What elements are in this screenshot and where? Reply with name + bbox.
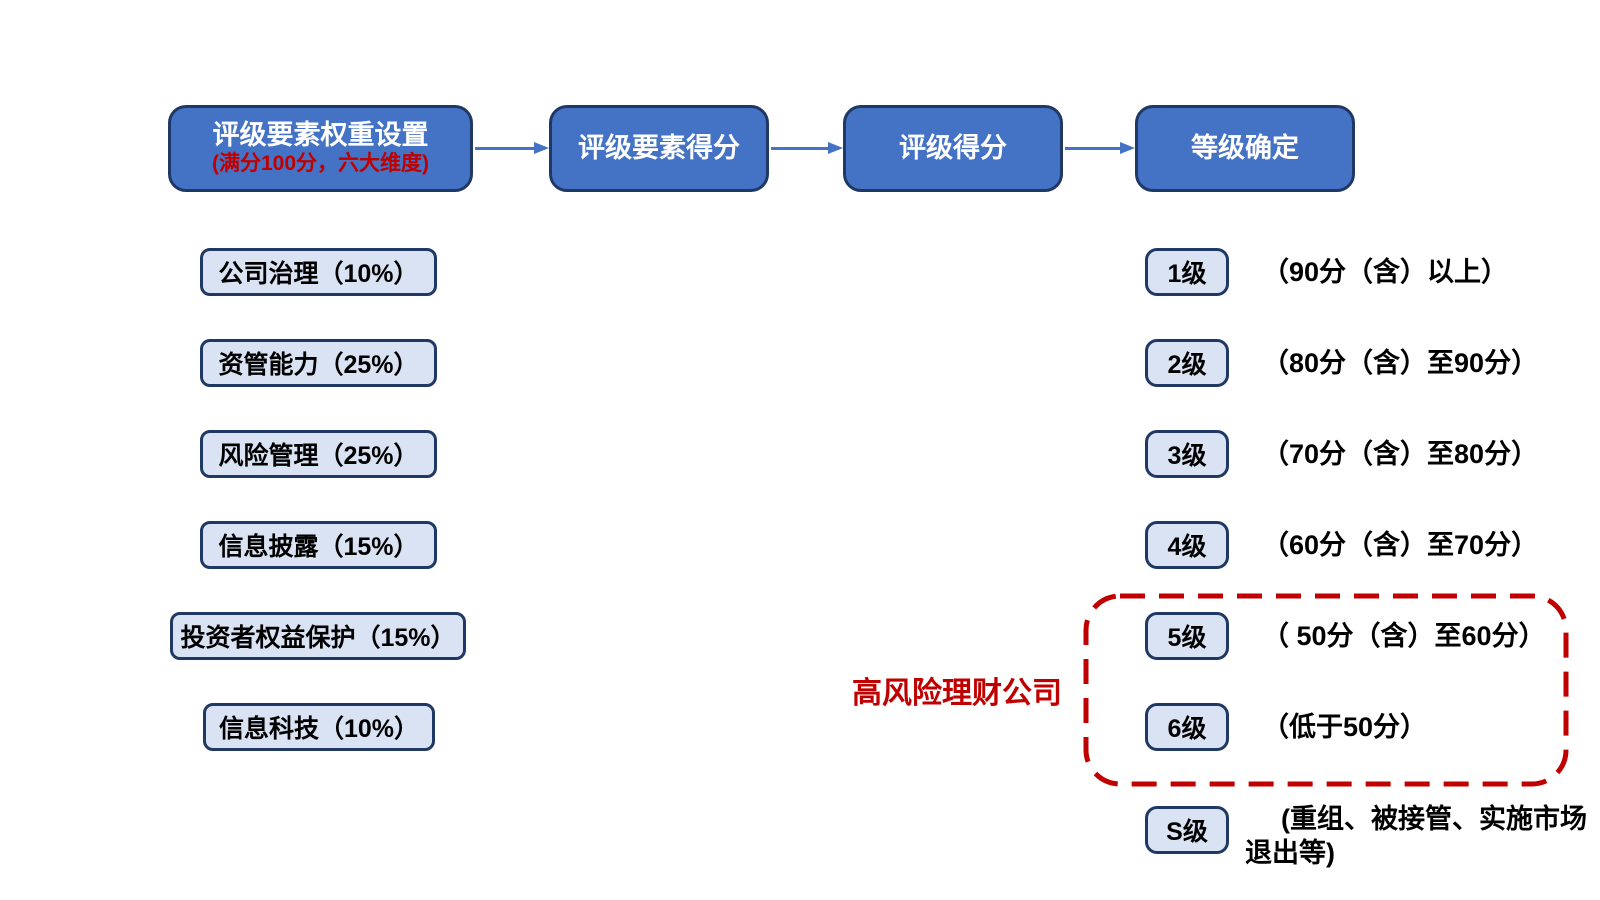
factor-box-investor-protection: 投资者权益保护（15%） xyxy=(170,612,466,660)
flow-arrow-2-icon xyxy=(771,142,843,154)
flow-step-factor-score: 评级要素得分 xyxy=(549,105,769,192)
factor-box-asset-management: 资管能力（25%） xyxy=(200,339,437,387)
grade-box-3: 3级 xyxy=(1145,430,1229,478)
grade-range-6: （低于50分） xyxy=(1262,712,1428,742)
flow-step-title: 评级要素权重设置 xyxy=(212,120,429,151)
flow-step-grade-determination: 等级确定 xyxy=(1135,105,1355,192)
grade-box-4: 4级 xyxy=(1145,521,1229,569)
high-risk-dashed-outline xyxy=(1083,593,1569,787)
flow-step-title: 等级确定 xyxy=(1191,132,1299,163)
flow-step-title: 评级要素得分 xyxy=(578,132,740,163)
high-risk-label: 高风险理财公司 xyxy=(852,677,1062,710)
grade-box-1: 1级 xyxy=(1145,248,1229,296)
factor-box-risk-management: 风险管理（25%） xyxy=(200,430,437,478)
grade-box-6: 6级 xyxy=(1145,703,1229,751)
grade-range-1: （90分（含）以上） xyxy=(1262,257,1509,287)
grade-range-s: (重组、被接管、实施市场退出等) xyxy=(1245,804,1587,868)
grade-range-4: （60分（含）至70分） xyxy=(1262,530,1539,560)
grade-box-s: S级 xyxy=(1145,806,1229,854)
flow-step-rating-score: 评级得分 xyxy=(843,105,1063,192)
flow-step-title: 评级得分 xyxy=(899,132,1007,163)
grade-box-2: 2级 xyxy=(1145,339,1229,387)
factor-box-corporate-governance: 公司治理（10%） xyxy=(200,248,437,296)
grade-box-5: 5级 xyxy=(1145,612,1229,660)
flow-arrow-3-icon xyxy=(1065,142,1135,154)
factor-box-information-technology: 信息科技（10%） xyxy=(203,703,435,751)
grade-range-2: （80分（含）至90分） xyxy=(1262,348,1539,378)
factor-box-information-disclosure: 信息披露（15%） xyxy=(200,521,437,569)
grade-range-3: （70分（含）至80分） xyxy=(1262,439,1539,469)
flow-step-weight-setting: 评级要素权重设置 (满分100分，六大维度) xyxy=(168,105,473,192)
flow-arrow-1-icon xyxy=(475,142,549,154)
flow-step-subtitle: (满分100分，六大维度) xyxy=(211,152,430,176)
grade-range-5: （ 50分（含）至60分） xyxy=(1262,621,1546,651)
